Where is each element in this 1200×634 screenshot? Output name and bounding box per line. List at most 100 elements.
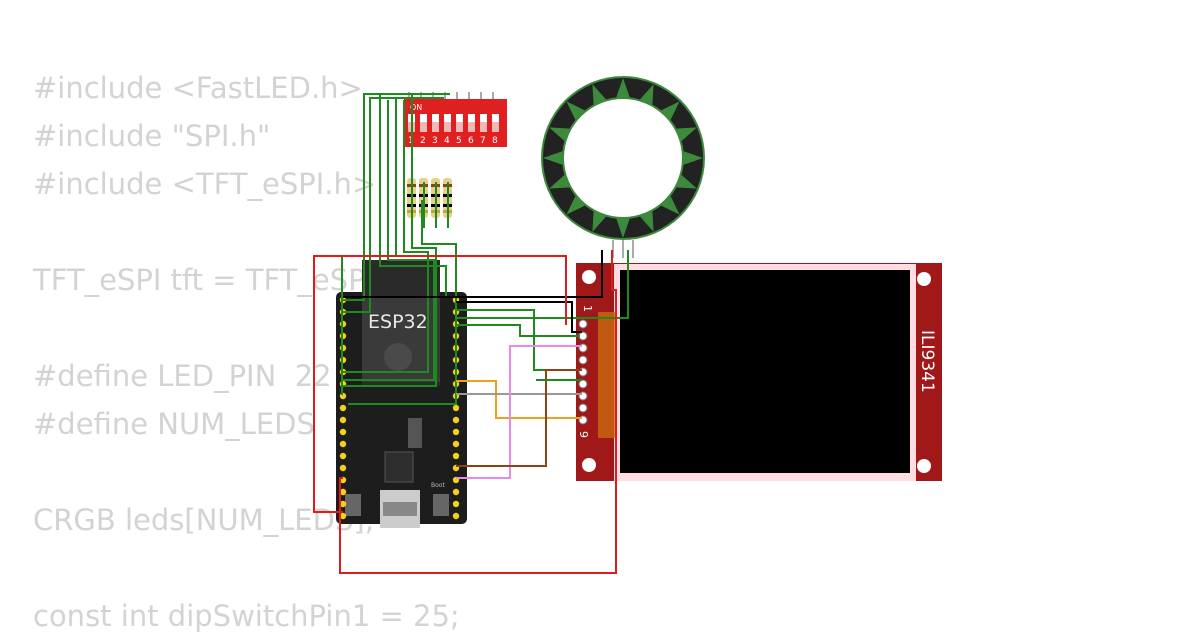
dip-switch-pin [420, 92, 422, 100]
display-pin-last-label: 9 [577, 431, 590, 438]
esp32-pin-left [339, 404, 347, 412]
display-mount-hole [917, 459, 931, 473]
led-ring-segment [616, 78, 630, 98]
led-ring-segment [543, 151, 563, 165]
display-pin [578, 403, 588, 413]
dip-switch-toggle[interactable] [480, 114, 487, 122]
esp32-pin-right [452, 416, 460, 424]
wire-pink [456, 345, 582, 479]
dip-switch-number: 7 [480, 136, 486, 146]
display-pin-first-label: 1 [581, 305, 594, 312]
wire-green [343, 100, 429, 373]
dip-switch-slot [432, 114, 439, 132]
dip-switch-toggle[interactable] [456, 114, 463, 122]
ili9341-display[interactable]: 1 9 ILI9341 [576, 263, 942, 481]
code-line: CRGB leds[NUM_LEDS]; [33, 503, 375, 537]
dip-switch-toggle[interactable] [432, 114, 439, 122]
boot-label: Boot [431, 482, 445, 489]
led-ring-segment [549, 175, 570, 189]
dip-switch-toggle[interactable] [492, 114, 499, 122]
esp32-pin-right [452, 488, 460, 496]
wire-orange [456, 380, 582, 419]
dip-switch-pin [468, 92, 470, 100]
dip-switch-toggle[interactable] [420, 114, 427, 122]
esp32-pin-right [452, 452, 460, 460]
dip-switch-number: 1 [408, 136, 414, 146]
wire-black [456, 301, 582, 333]
dip-switch-slot [456, 114, 463, 132]
led-ring-segment [640, 84, 654, 105]
esp32-pin-right [452, 404, 460, 412]
dip-switch-pins [408, 92, 494, 100]
wire-green [343, 93, 450, 301]
dip-switch-slot [468, 114, 475, 132]
dip-switch-toggle[interactable] [444, 114, 451, 122]
espressif-logo-icon [384, 343, 412, 371]
esp32-pin-left [339, 464, 347, 472]
dip-switch-number: 8 [492, 136, 498, 146]
dip-switch-number: 6 [468, 136, 474, 146]
wire-green [379, 95, 447, 296]
esp32-pin-right [452, 440, 460, 448]
code-line: #include <TFT_eSPI.h> [33, 167, 377, 201]
esp32-pin-left [339, 428, 347, 436]
code-line: const int dipSwitchPin1 = 25; [33, 599, 460, 633]
led-ring-segment [592, 211, 606, 232]
dip-switch-slot [492, 114, 499, 132]
led-ring[interactable] [541, 76, 705, 258]
dip-switch-pin [432, 92, 434, 100]
display-mount-hole [582, 270, 596, 284]
code-line: #include <FastLED.h> [33, 71, 363, 105]
wire-black [343, 250, 603, 298]
esp32-regulator [408, 418, 422, 448]
en-button[interactable] [345, 494, 361, 516]
led-ring-segment [683, 151, 703, 165]
led-ring-pin [622, 240, 624, 258]
esp32-pin-right [452, 512, 460, 520]
display-pin [578, 319, 588, 329]
led-ring-segment [676, 127, 697, 141]
dip-switch-number: 3 [432, 136, 438, 146]
dip-switch-slot [420, 114, 427, 132]
dip-switch-number: 5 [456, 136, 462, 146]
wire-green [348, 200, 457, 405]
wire-green [343, 100, 435, 381]
dip-switch-number: 4 [444, 136, 450, 146]
display-connector-strip [598, 312, 616, 438]
led-ring-segment [640, 211, 654, 232]
esp32-pin-right [452, 500, 460, 508]
code-line: #define NUM_LEDS [33, 407, 315, 441]
esp32-pin-left [339, 452, 347, 460]
dip-switch-toggle[interactable] [468, 114, 475, 122]
display-label: ILI9341 [917, 330, 937, 393]
dip-switch-slot [480, 114, 487, 132]
led-ring-segment [661, 196, 680, 215]
display-pin [578, 355, 588, 365]
wire-green [343, 97, 444, 313]
boot-button[interactable] [433, 494, 449, 516]
display-mount-hole [582, 458, 596, 472]
dip-switch-slot [444, 114, 451, 132]
wire-red [339, 250, 617, 574]
display-mount-hole [917, 272, 931, 286]
wire-green [456, 324, 580, 337]
display-screen [620, 270, 910, 473]
dip-switch-pin [492, 92, 494, 100]
resistor-array[interactable] [407, 178, 452, 218]
esp32-label: ESP32 [368, 311, 428, 333]
wire-green [456, 250, 629, 319]
led-ring-segment [592, 84, 606, 105]
display-pin-header [578, 319, 588, 425]
led-ring-pin [632, 240, 634, 258]
dip-switch-pin [456, 92, 458, 100]
dip-switch-number: 2 [420, 136, 426, 146]
esp32-board[interactable]: ESP32 Boot [336, 260, 467, 528]
led-ring-segment [566, 196, 585, 215]
led-ring-segment [616, 218, 630, 238]
dip-switch-pin [408, 92, 410, 100]
esp32-pin-left [339, 440, 347, 448]
led-ring-pin [612, 240, 614, 258]
esp32-pin-left [339, 512, 347, 520]
led-ring-segment [566, 101, 585, 120]
